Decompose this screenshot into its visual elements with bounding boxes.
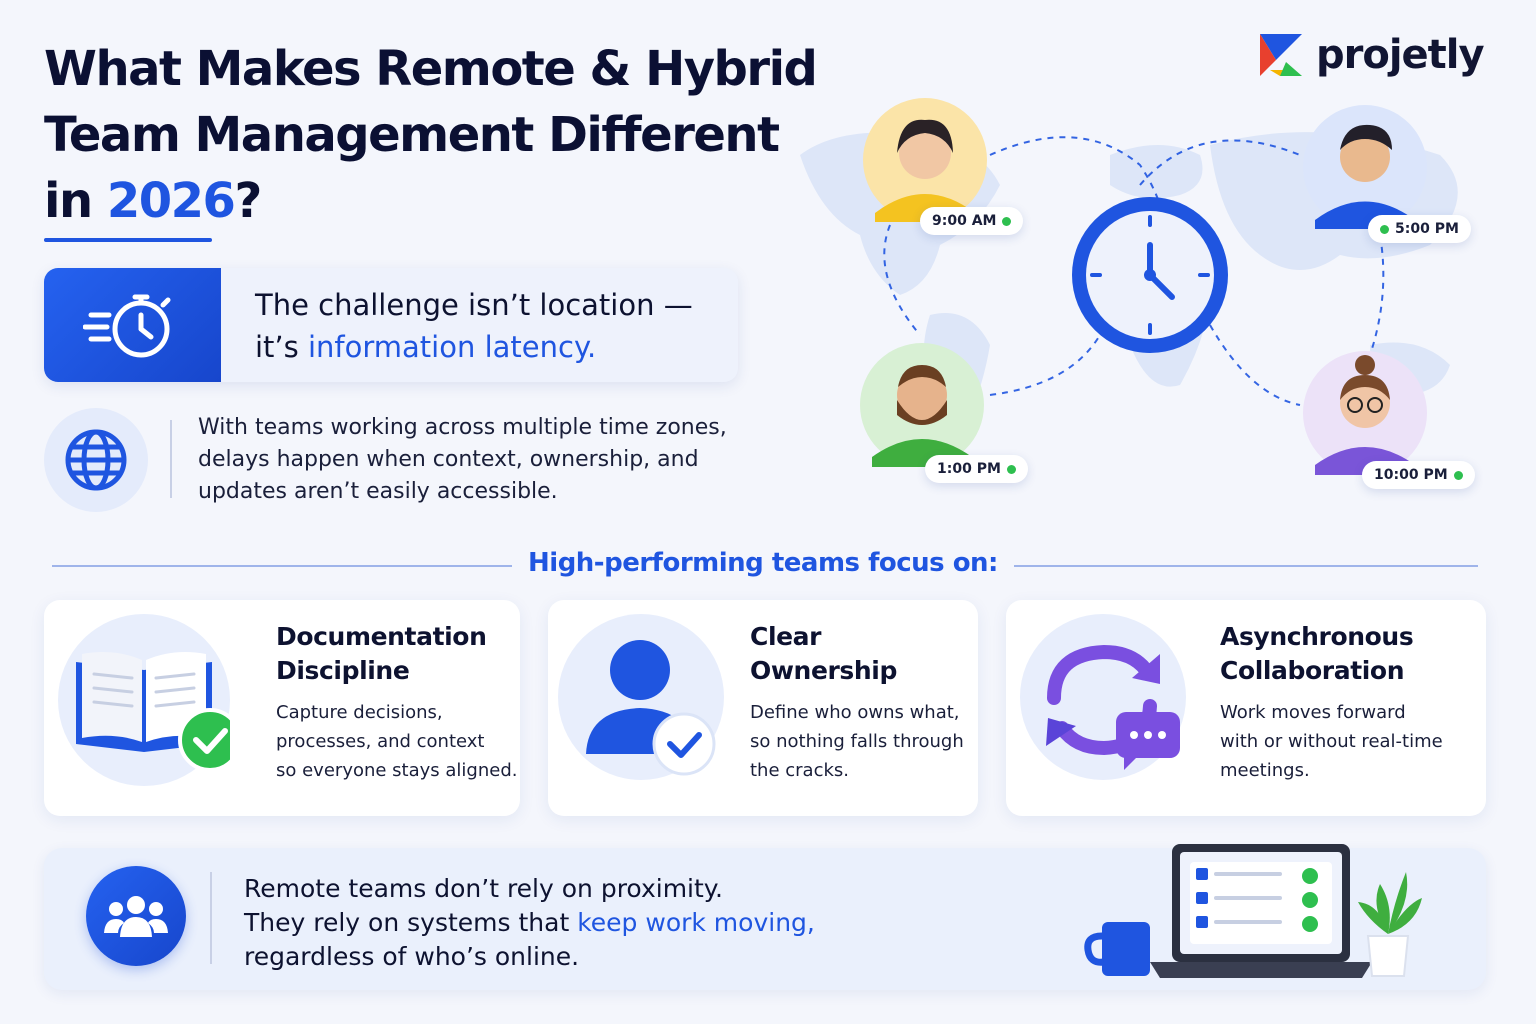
avatar-asia [863, 98, 987, 222]
team-badge [86, 866, 186, 966]
page-title: What Makes Remote & Hybrid Team Manageme… [44, 36, 864, 234]
summary-line-1: Remote teams don’t rely on proximity. [244, 874, 723, 903]
summary-text: Remote teams don’t rely on proximity. Th… [244, 872, 944, 974]
avatar-americas-east [1303, 105, 1427, 229]
logo-mark-icon [1260, 34, 1302, 76]
card-icon-badge [558, 614, 724, 780]
card-description: Define who owns what,so nothing falls th… [750, 702, 964, 781]
online-status-icon [1006, 464, 1016, 474]
world-map-illustration [800, 98, 1458, 475]
title-underline [44, 238, 212, 242]
summary-accent: keep work moving, [577, 908, 815, 937]
title-year: 2026 [106, 173, 236, 229]
book-check-icon [76, 652, 242, 772]
challenge-line-1: The challenge isn’t location — [255, 288, 693, 322]
brand-logo: projetly [1256, 30, 1485, 80]
laptop-icon [1150, 844, 1372, 978]
card-icon-badge [58, 614, 242, 786]
avatar-europe [860, 343, 984, 467]
avatar-pacific [1303, 351, 1427, 475]
card-icon-badge [1020, 614, 1186, 780]
challenge-statement: The challenge isn’t location — it’s info… [221, 268, 693, 382]
globe-badge [44, 408, 148, 512]
challenge-icon-box [44, 268, 221, 382]
online-status-icon [1380, 224, 1389, 234]
globe-icon [65, 429, 127, 491]
title-line-3: in 2026? [44, 173, 262, 229]
context-text: With teams working across multiple time … [198, 415, 727, 504]
time-badge-1: 9:00 AM [920, 207, 1024, 235]
title-line-1: What Makes Remote & Hybrid [44, 41, 818, 97]
title-line-2: Team Management Different [44, 107, 780, 163]
time-badge-4: 10:00 PM [1362, 461, 1475, 489]
focus-divider-right [1014, 565, 1478, 567]
brand-name: projetly [1316, 32, 1485, 78]
summary-line-2: They rely on systems that keep work movi… [244, 908, 815, 937]
card-description: Capture decisions,processes, and context… [276, 702, 518, 781]
online-status-icon [1002, 216, 1012, 226]
summary-line-3: regardless of who’s online. [244, 942, 580, 971]
stopwatch-icon [82, 294, 170, 358]
context-divider [170, 420, 172, 498]
mug-icon [1084, 922, 1150, 976]
workspace-illustration [1084, 844, 1422, 978]
time-badge-3: 1:00 PM [925, 455, 1028, 483]
online-status-icon [1453, 470, 1463, 480]
clock-icon [1072, 197, 1228, 353]
challenge-line-2: it’s information latency. [255, 330, 597, 364]
focus-heading: High-performing teams focus on: [528, 548, 998, 578]
sync-chat-icon [1046, 644, 1180, 770]
banner-divider [210, 872, 212, 964]
world-time-zone-map: 9:00 AM 5:00 PM 1:00 PM 10:00 PM [780, 95, 1520, 535]
challenge-card: The challenge isn’t location — it’s info… [44, 268, 738, 382]
person-check-icon [586, 640, 716, 776]
focus-divider-left [52, 565, 512, 567]
challenge-accent: information latency. [307, 330, 597, 364]
time-badge-2: 5:00 PM [1368, 215, 1471, 243]
plant-icon [1358, 872, 1422, 977]
team-icon [104, 896, 168, 937]
